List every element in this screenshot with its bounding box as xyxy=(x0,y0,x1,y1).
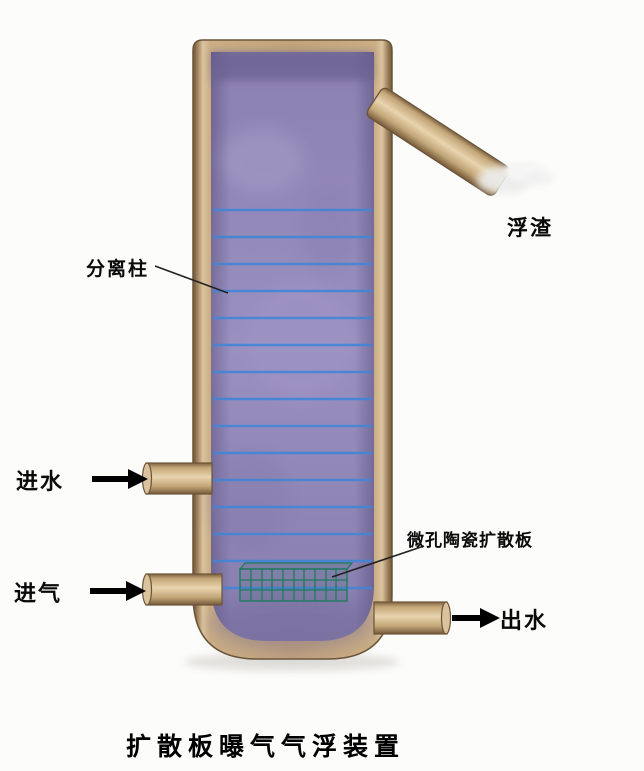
bubble-lines xyxy=(213,208,372,590)
label-water-inlet: 进水 xyxy=(16,470,65,495)
scum-spray xyxy=(477,161,554,194)
label-air-inlet: 进气 xyxy=(14,582,63,607)
air-inlet-arrow xyxy=(90,581,146,601)
water-inlet-pipe xyxy=(141,462,213,495)
label-water-outlet: 出水 xyxy=(500,609,549,634)
diffuser-plate-grid xyxy=(238,562,354,602)
label-scum: 浮渣 xyxy=(507,216,553,240)
diagram-title: 扩散板曝气气浮装置 xyxy=(126,732,406,761)
leader-line-separation-column xyxy=(154,265,229,294)
air-inlet-pipe xyxy=(141,573,223,606)
water-outlet-pipe xyxy=(373,601,452,635)
label-diffuser-plate: 微孔陶瓷扩散板 xyxy=(407,531,533,551)
leader-line-diffuser-plate xyxy=(331,545,425,578)
water-inlet-arrow xyxy=(92,469,148,489)
water-outlet-arrow xyxy=(452,608,500,628)
label-separation-column: 分离柱 xyxy=(86,258,150,280)
